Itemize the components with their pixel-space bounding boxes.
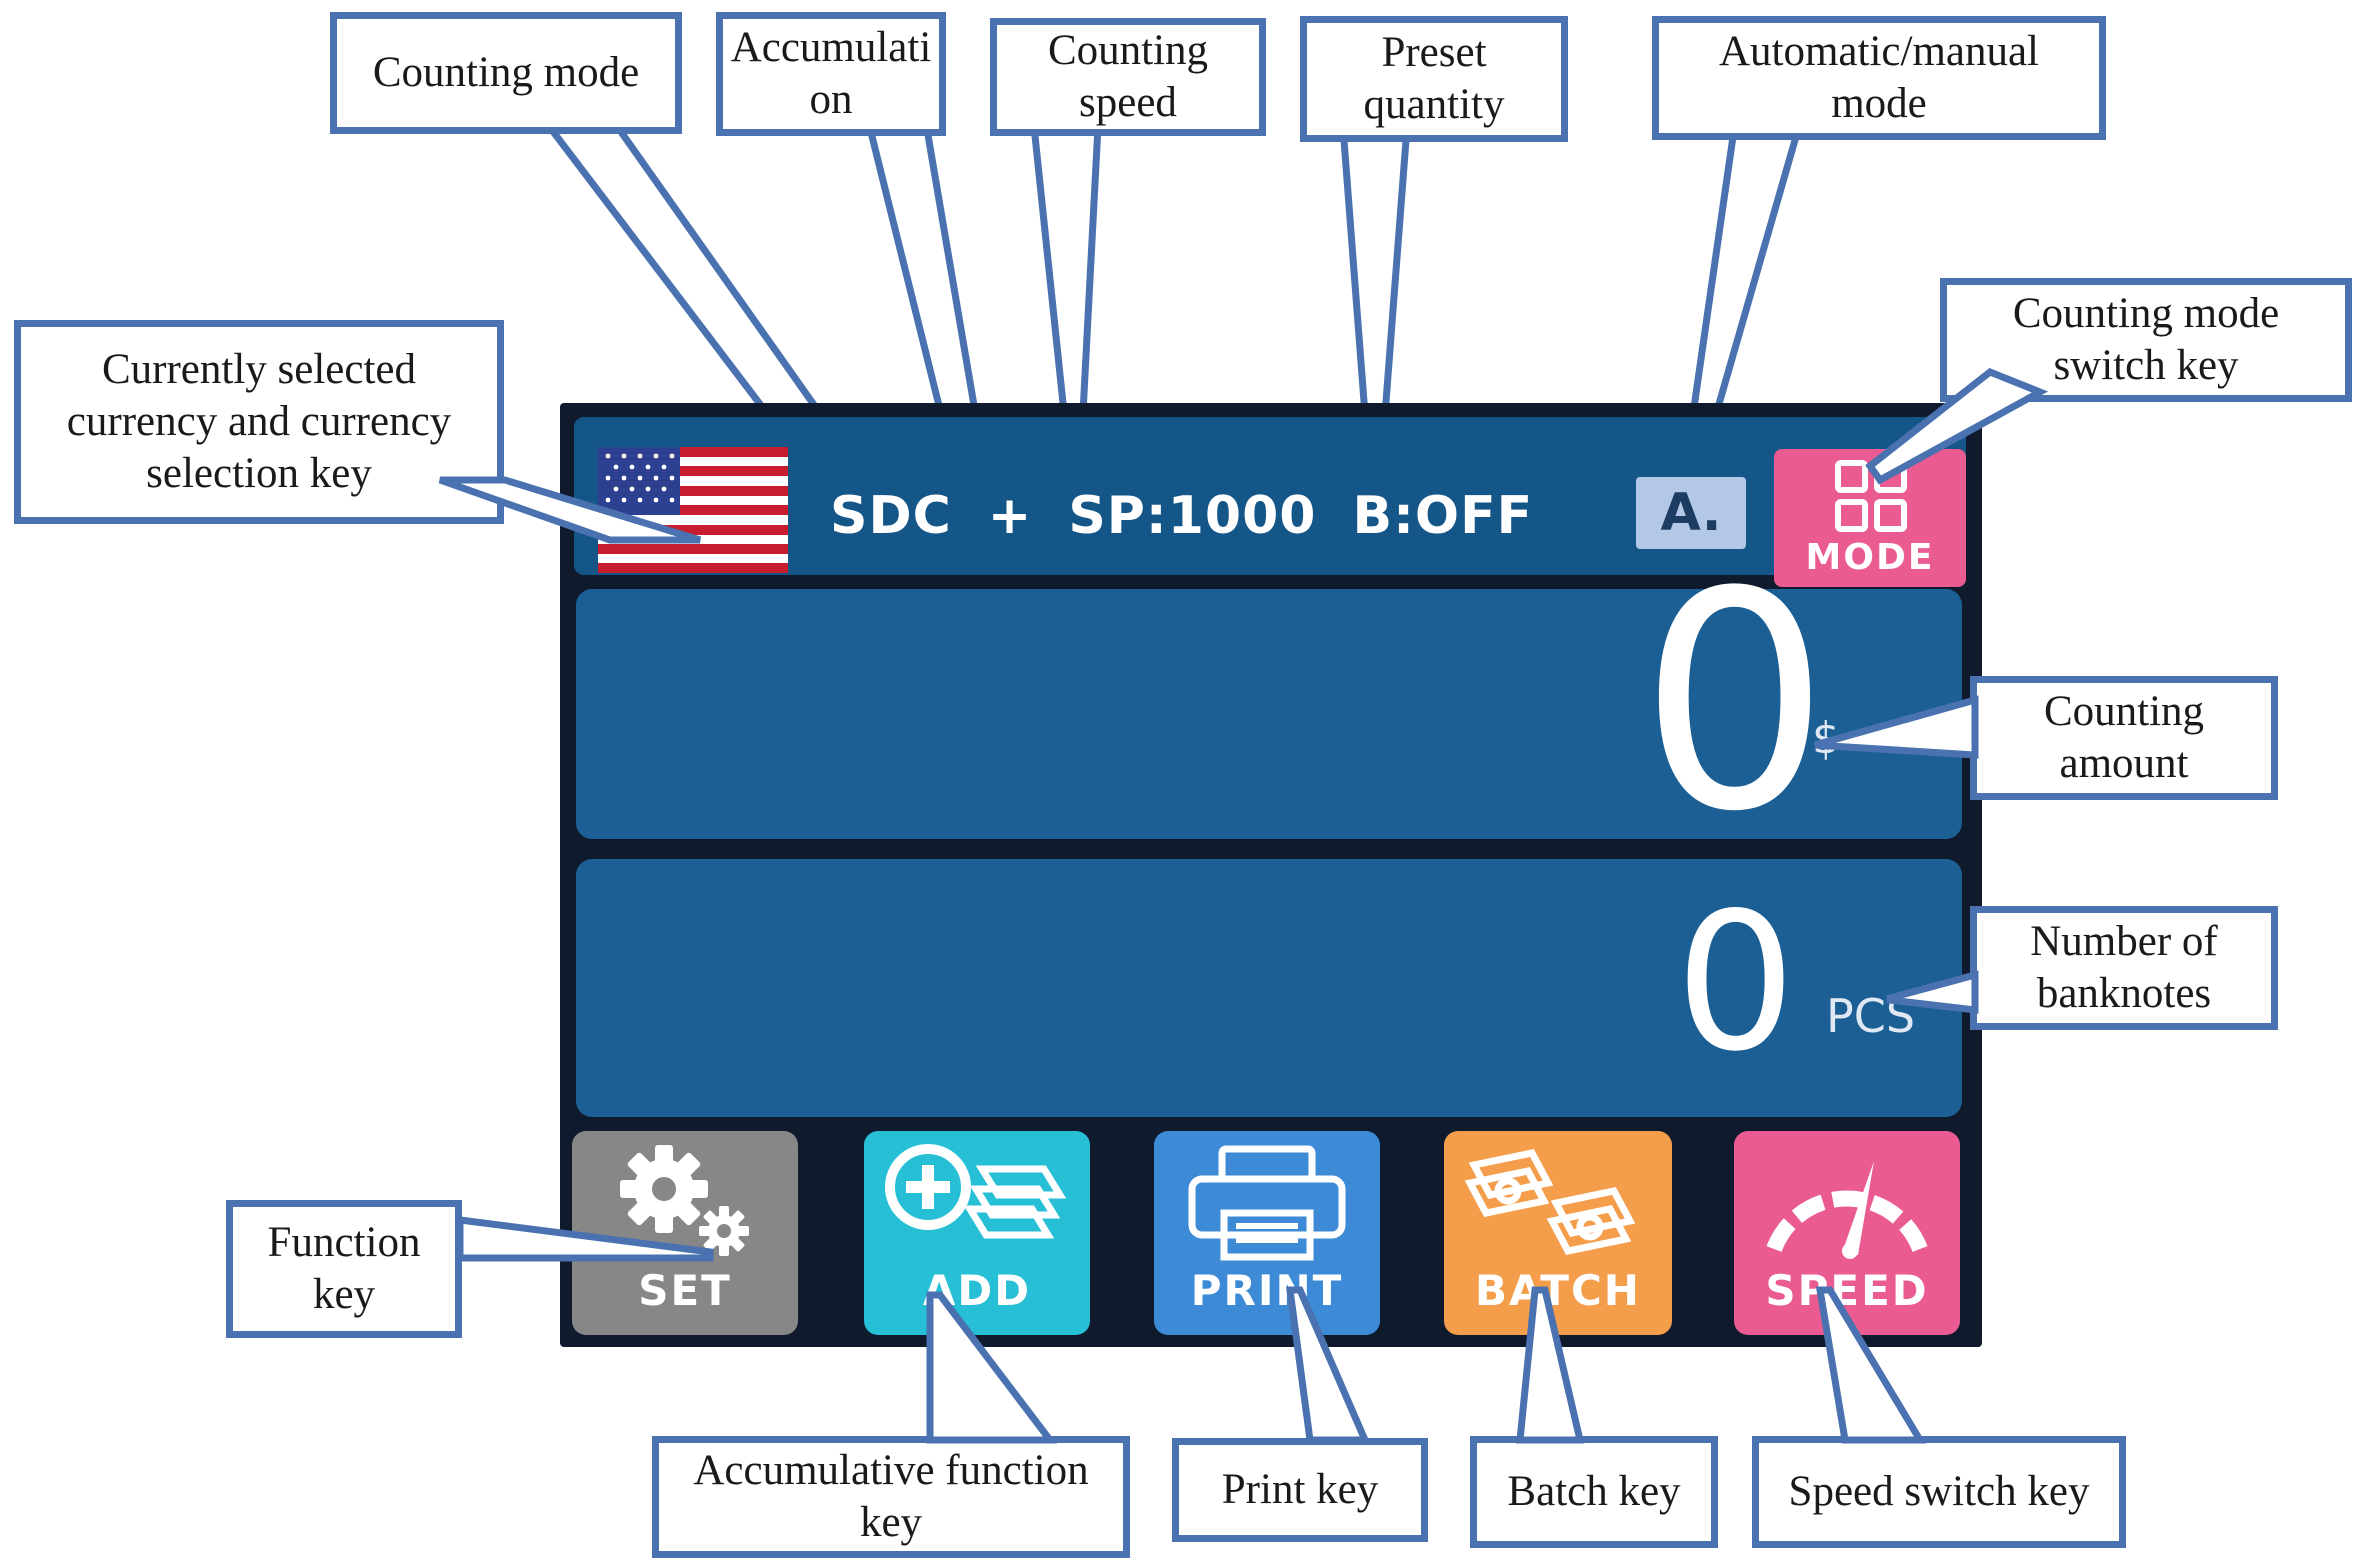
callout-counting-speed: Counting speed [990, 18, 1266, 136]
pieces-unit: PCS [1826, 989, 1916, 1043]
speed-button[interactable]: SPEED [1734, 1131, 1960, 1335]
plus-banknotes-icon [885, 1144, 1067, 1239]
callout-function-key: Function key [226, 1200, 462, 1338]
counting-mode-value: SDC [830, 486, 952, 546]
speedometer-icon [1766, 1161, 1928, 1259]
callout-print-key: Print key [1172, 1438, 1428, 1542]
accumulation-value: + [987, 486, 1033, 546]
set-button-label: SET [638, 1266, 732, 1315]
add-button-label: ADD [922, 1266, 1032, 1315]
callout-counting-mode: Counting mode [330, 12, 682, 134]
print-button-label: PRINT [1190, 1266, 1344, 1315]
mode-button-label: MODE [1805, 537, 1935, 578]
callout-speed-switch-key: Speed switch key [1752, 1436, 2126, 1548]
counter-screen: SDC + SP:1000 B:OFF A. MODE 0 $ 0 PCS [560, 403, 1982, 1347]
callout-preset-quantity: Preset quantity [1300, 16, 1568, 142]
grid-icon [1835, 460, 1907, 532]
amount-unit: $ [1812, 713, 1840, 764]
printer-icon [1188, 1145, 1346, 1261]
speed-value: SP:1000 [1068, 486, 1317, 546]
callout-accumulation: Accumulati on [716, 12, 946, 136]
batch-button-label: BATCH [1475, 1266, 1641, 1315]
callout-mode-switch-key: Counting mode switch key [1940, 278, 2352, 402]
callout-counting-amount: Counting amount [1970, 676, 2278, 800]
callout-accumulative-function-key: Accumulative function key [652, 1436, 1130, 1558]
amount-value: 0 [1639, 528, 1830, 877]
set-button[interactable]: SET [572, 1131, 798, 1335]
callout-currency: Currently selected currency and currency… [14, 320, 504, 524]
pieces-value: 0 [1675, 872, 1796, 1093]
callout-auto-manual-mode: Automatic/manual mode [1652, 16, 2106, 140]
callout-number-of-banknotes: Number of banknotes [1970, 906, 2278, 1030]
status-text: SDC + SP:1000 B:OFF [830, 481, 1533, 551]
callout-batch-key: Batch key [1470, 1436, 1718, 1548]
speed-button-label: SPEED [1765, 1266, 1929, 1315]
amount-panel: 0 $ [576, 553, 1962, 853]
print-button[interactable]: PRINT [1154, 1131, 1380, 1335]
gears-icon [620, 1145, 749, 1256]
add-button[interactable]: ADD [864, 1131, 1090, 1335]
banknote-stacks-icon [1464, 1149, 1636, 1255]
batch-button[interactable]: BATCH [1444, 1131, 1672, 1335]
batch-value: B:OFF [1352, 486, 1534, 546]
us-flag-icon[interactable] [598, 447, 788, 573]
pieces-panel: 0 PCS [576, 859, 1962, 1117]
auto-manual-badge[interactable]: A. [1636, 477, 1746, 549]
